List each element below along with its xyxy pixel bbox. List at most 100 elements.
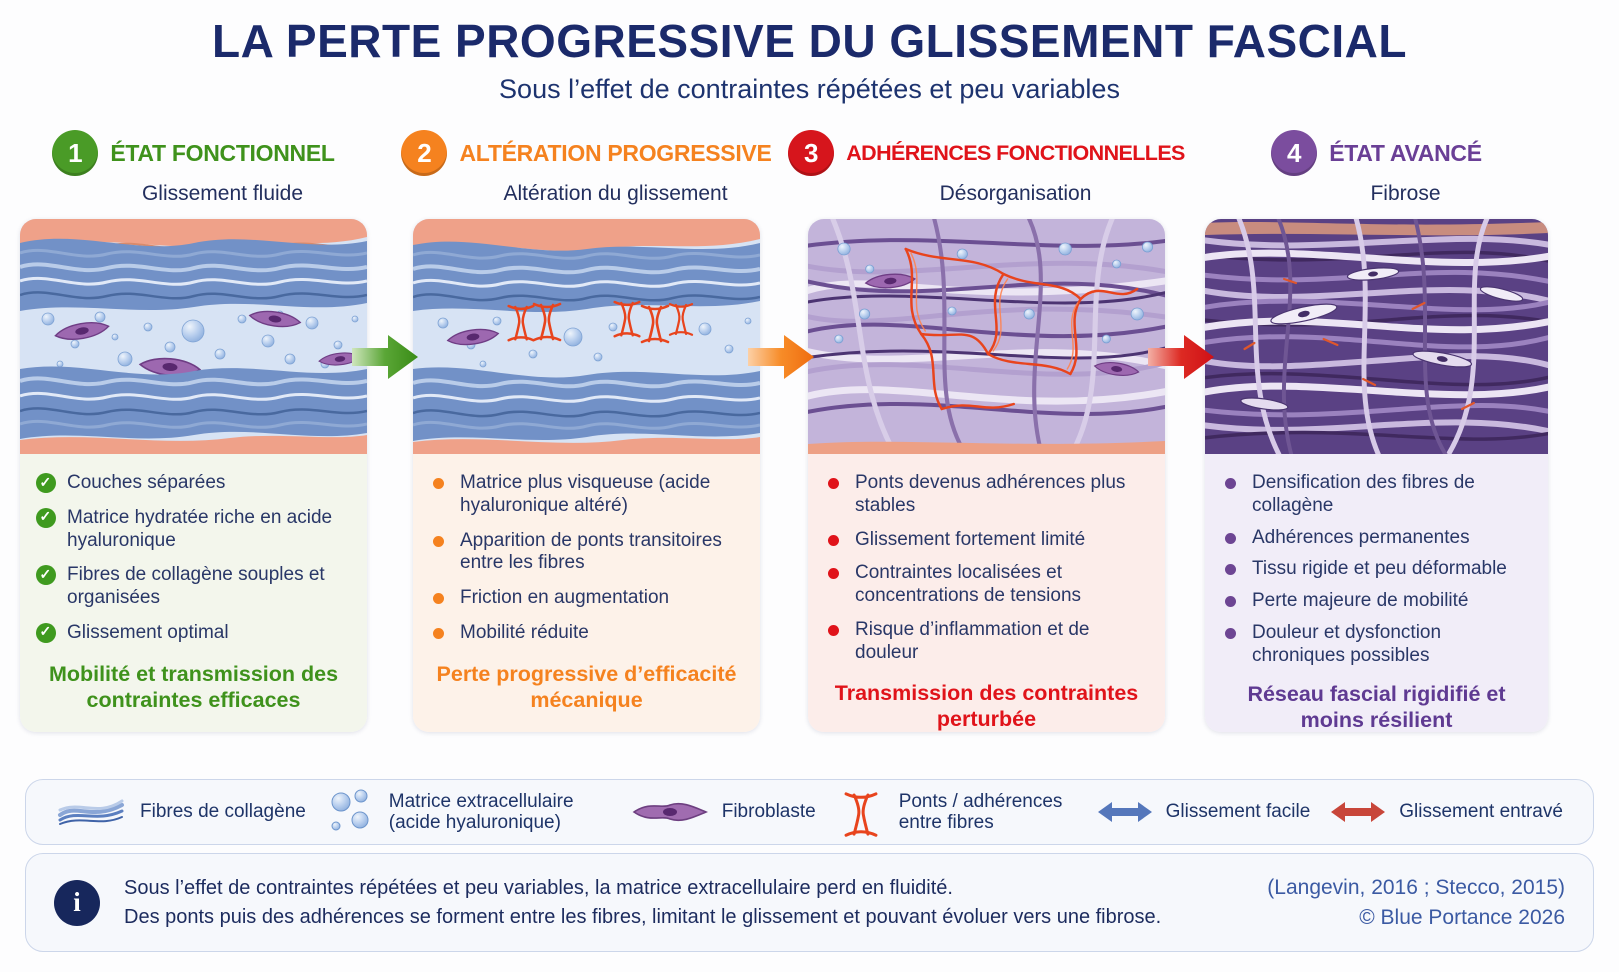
citation: (Langevin, 2016 ; Stecco, 2015) [1267,876,1565,900]
stage-3-details: Ponts devenus adhérences plus stables Gl… [808,454,1165,732]
stage-3-card: Ponts devenus adhérences plus stables Gl… [808,219,1165,732]
list-item: Contraintes localisées et concentrations… [824,562,1149,608]
stage-3-subtitle: Désorganisation [939,182,1092,205]
stage-column-1: 1 ÉTAT FONCTIONNEL Glissement fluide [20,128,367,732]
stage-3-tissue-illustration [808,219,1165,454]
bullet-dot [828,478,839,489]
bullet-dot [828,568,839,580]
legend-label: Fibres de collagène [140,801,306,823]
collagen-fibers-icon [58,799,124,825]
stage-column-4: 4 ÉTAT AVANCÉ Fibrose [1205,128,1548,732]
stage-1-card: Couches séparées Matrice hydratée riche … [20,219,367,732]
list-item: Risque d’inflammation et de douleur [824,619,1149,665]
bullet-dot [433,478,444,489]
legend-label: Glissement entravé [1399,801,1563,823]
stage-1-subtitle: Glissement fluide [141,182,304,205]
list-item: Densification des fibres de collagène [1221,472,1532,518]
list-item-text: Matrice hydratée riche en acide hyaluron… [67,506,333,551]
list-item: Perte majeure de mobilité [1221,590,1532,613]
list-item: Matrice hydratée riche en acide hyaluron… [36,507,351,553]
legend-label: Matrice extracellulaire (acide hyaluroni… [388,790,574,833]
check-icon [36,507,56,528]
double-arrow-red-icon [1331,802,1386,822]
stage-2-summary: Perte progressive d’efficacité mécanique [436,661,737,712]
bullet-dot [1225,532,1236,544]
progression-arrow-green [352,335,418,379]
legend-label: Ponts / adhérences entre fibres [898,790,1063,833]
bullet-dot [433,627,444,639]
double-arrow-blue-icon [1097,802,1152,822]
copyright: © Blue Portance 2026 [1359,905,1565,929]
stage-2-card: Matrice plus visqueuse (acide hyaluroniq… [413,219,760,732]
stage-1-details: Couches séparées Matrice hydratée riche … [20,454,367,732]
bullet-dot [1225,564,1236,576]
legend-item-matrix: Matrice extracellulaire (acide hyaluroni… [327,786,611,838]
bullet-dot [828,534,839,546]
stage-3-header: 3 ADHÉRENCES FONCTIONNELLES [788,128,1185,178]
stage-2-details: Matrice plus visqueuse (acide hyaluroniq… [413,454,760,732]
stage-column-2: 2 ALTÉRATION PROGRESSIVE Altération du g… [401,128,772,732]
stage-4-card: Densification des fibres de collagène Ad… [1205,219,1548,732]
stage-2-title: ALTÉRATION PROGRESSIVE [459,139,772,166]
list-item-text: Glissement optimal [67,621,229,643]
list-item-text: Risque d’inflammation et de douleur [855,618,1090,663]
legend-label: Glissement facile [1165,801,1311,823]
list-item-text: Couches séparées [67,472,226,493]
list-item-text: Densification des fibres de collagène [1252,472,1475,516]
legend-item-collagen: Fibres de collagène [56,793,306,831]
check-icon [36,622,56,643]
stage-4-header: 4 ÉTAT AVANCÉ [1205,128,1548,178]
fibroblast-icon [632,802,708,822]
list-item-text: Matrice plus visqueuse (acide hyaluroniq… [460,472,711,516]
list-item-text: Ponts devenus adhérences plus stables [855,472,1126,516]
stage-column-3: 3 ADHÉRENCES FONCTIONNELLES Désorganisat… [788,128,1185,732]
stage-4-tissue-illustration [1205,219,1548,454]
stage-2-subtitle: Altération du glissement [503,182,728,205]
stage-4-number-badge: 4 [1271,130,1318,176]
stage-4-details: Densification des fibres de collagène Ad… [1205,454,1548,732]
progression-arrow-orange [748,335,814,379]
list-item-text: Mobilité réduite [460,621,589,643]
footer-credits: (Langevin, 2016 ; Stecco, 2015) © Blue P… [1267,873,1565,932]
list-item: Adhérences permanentes [1221,527,1532,550]
stage-2-header: 2 ALTÉRATION PROGRESSIVE [401,128,772,178]
list-item: Tissu rigide et peu déformable [1221,558,1532,581]
stage-3-title: ADHÉRENCES FONCTIONNELLES [846,140,1185,165]
stage-4-subtitle: Fibrose [1370,182,1441,205]
check-icon [36,473,56,493]
bullet-dot [1225,478,1236,489]
list-item: Apparition de ponts transitoires entre l… [429,530,744,576]
stage-1-tissue-illustration [20,219,367,454]
list-item-text: Adhérences permanentes [1252,526,1470,548]
stage-4-title: ÉTAT AVANCÉ [1329,139,1482,166]
progression-arrow-red [1148,335,1214,379]
info-icon: i [54,879,100,926]
list-item: Glissement optimal [36,622,351,645]
list-item-text: Friction en augmentation [460,587,670,609]
list-item: Matrice plus visqueuse (acide hyaluroniq… [429,472,744,518]
list-item: Mobilité réduite [429,622,744,645]
list-item: Ponts devenus adhérences plus stables [824,472,1149,518]
bullet-dot [828,624,839,636]
list-item-text: Glissement fortement limité [855,528,1086,550]
legend-bar: Fibres de collagène Matrice extracellula… [25,779,1594,845]
stage-4-summary: Réseau fascial rigidifié et moins résili… [1247,681,1506,732]
footer-line-2: Des ponts puis des adhérences se forment… [124,905,1162,928]
stage-3-number-badge: 3 [788,130,835,176]
stage-1-number-badge: 1 [52,130,99,176]
stage-1-header: 1 ÉTAT FONCTIONNEL [20,128,367,178]
stage-1-summary: Mobilité et transmission des contraintes… [48,661,339,712]
list-item: Glissement fortement limité [824,529,1149,552]
bullet-dot [433,535,444,547]
list-item-text: Contraintes localisées et concentrations… [855,562,1082,607]
stage-2-number-badge: 2 [401,130,448,176]
footer-note: i Sous l’effet de contraintes répétées e… [25,853,1594,952]
legend-item-bridges: Ponts / adhérences entre fibres [837,786,1077,838]
stage-1-title: ÉTAT FONCTIONNEL [110,139,335,166]
page-title: LA PERTE PROGRESSIVE DU GLISSEMENT FASCI… [212,15,1407,67]
legend-item-fibroblast: Fibroblaste [632,797,816,827]
list-item: Friction en augmentation [429,587,744,610]
footer-text: Sous l’effet de contraintes répétées et … [124,874,1243,932]
list-item-text: Fibres de collagène souples et organisée… [67,564,325,609]
